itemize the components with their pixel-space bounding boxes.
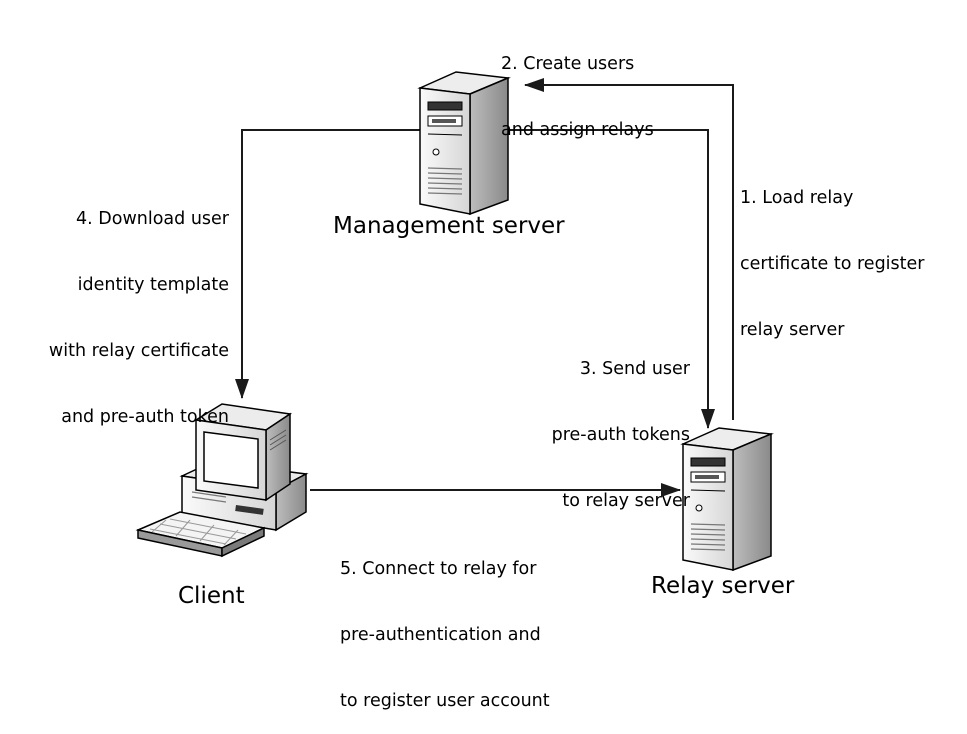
- step3-line: 3. Send user: [579, 359, 690, 379]
- step2-line: and assign relays: [501, 120, 654, 140]
- architecture-diagram: [135, 71, 774, 572]
- step5-line: to register user account: [340, 691, 550, 711]
- management-server-icon: [417, 71, 511, 216]
- step2-label: 2. Create users and assign relays: [501, 9, 654, 163]
- step4-line: with relay certificate: [48, 341, 229, 361]
- step1-line: certificate to register: [740, 254, 925, 274]
- step1-line: 1. Load relay: [740, 188, 854, 208]
- step1-label: 1. Load relay certificate to register re…: [740, 143, 925, 363]
- step3-line: to relay server: [562, 491, 690, 511]
- step1-line: relay server: [740, 320, 845, 340]
- client-computer-icon: [135, 403, 309, 558]
- relay-server-label: Relay server: [651, 573, 795, 599]
- step3-line: pre-auth tokens: [551, 425, 690, 445]
- step3-label: 3. Send user pre-auth tokens to relay se…: [552, 314, 690, 534]
- connector-step3: [506, 129, 715, 429]
- step2-line: 2. Create users: [501, 54, 635, 74]
- step5-line: pre-authentication and: [340, 625, 541, 645]
- step4-line: and pre-auth token: [61, 407, 229, 427]
- connector-step4: [235, 129, 427, 399]
- management-server-label: Management server: [333, 213, 565, 239]
- step5-line: 5. Connect to relay for: [340, 559, 537, 579]
- relay-server-icon: [680, 427, 774, 572]
- step5-label: 5. Connect to relay for pre-authenticati…: [340, 514, 550, 734]
- connector-step1: [524, 78, 734, 420]
- client-label: Client: [178, 583, 245, 609]
- step4-label: 4. Download user identity template with …: [49, 164, 229, 450]
- step4-line: 4. Download user: [76, 209, 229, 229]
- step4-line: identity template: [77, 275, 229, 295]
